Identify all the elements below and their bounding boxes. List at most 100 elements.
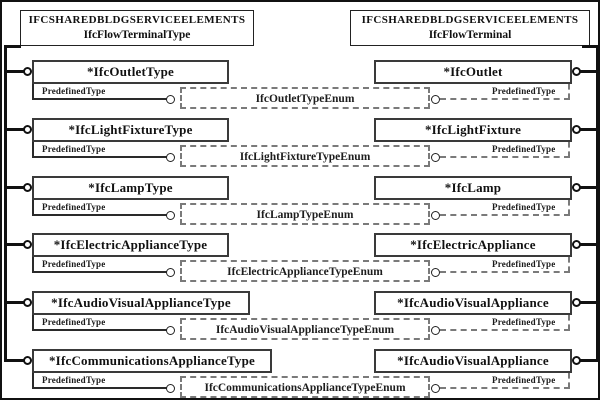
subtype-branch-line-left — [6, 70, 24, 73]
attribute-label-left: PredefinedType — [42, 375, 106, 385]
attribute-dashed-edge-right — [568, 84, 570, 99]
attribute-dashed-edge-right — [568, 315, 570, 330]
relationship-row: *IfcLampType PredefinedType IfcLampTypeE… — [2, 176, 598, 233]
attribute-line-left — [32, 387, 167, 389]
subtype-branch-line-right — [580, 301, 598, 304]
enum-name: IfcLampTypeEnum — [256, 209, 354, 221]
attribute-label-right: PredefinedType — [492, 317, 556, 327]
entity-box-right: *IfcElectricAppliance — [374, 233, 572, 257]
attribute-dashed-edge-right — [568, 373, 570, 388]
subtype-circle-connector — [572, 356, 581, 365]
entity-name: *IfcElectricAppliance — [410, 237, 536, 252]
enum-name: IfcOutletTypeEnum — [255, 93, 355, 105]
enum-name: IfcLightFixtureTypeEnum — [239, 151, 371, 163]
supertype-name-label: IfcFlowTerminalType — [83, 29, 191, 41]
open-circle-connector — [431, 268, 440, 277]
enum-name: IfcAudioVisualApplianceTypeEnum — [215, 324, 395, 336]
relationship-row: *IfcElectricApplianceType PredefinedType… — [2, 233, 598, 290]
open-circle-connector — [166, 153, 175, 162]
attribute-line-left — [32, 271, 167, 273]
entity-name: *IfcLamp — [444, 180, 502, 195]
entity-name: *IfcLampType — [88, 180, 173, 195]
relationship-row: *IfcCommunicationsApplianceType Predefin… — [2, 349, 598, 398]
subtype-circle-connector — [572, 240, 581, 249]
schema-header-right: IFCSHAREDBLDGSERVICEELEMENTS IfcFlowTerm… — [350, 10, 590, 46]
entity-box-left: *IfcLightFixtureType — [32, 118, 229, 142]
enum-box: IfcElectricApplianceTypeEnum — [180, 260, 430, 282]
attribute-dashed-line-right — [440, 156, 570, 158]
entity-box-left: *IfcAudioVisualApplianceType — [32, 291, 250, 315]
open-circle-connector — [166, 326, 175, 335]
attribute-dashed-edge-right — [568, 200, 570, 215]
open-circle-connector — [431, 95, 440, 104]
attribute-line-left — [32, 156, 167, 158]
enum-box: IfcAudioVisualApplianceTypeEnum — [180, 318, 430, 340]
open-circle-connector — [431, 384, 440, 393]
entity-name: *IfcOutlet — [443, 64, 503, 79]
entity-name: *IfcLightFixture — [424, 122, 522, 137]
schema-name-label: IFCSHAREDBLDGSERVICEELEMENTS — [361, 14, 579, 26]
subtype-circle-connector — [23, 356, 32, 365]
entity-box-left: *IfcElectricApplianceType — [32, 233, 229, 257]
attribute-line-left — [32, 98, 167, 100]
attribute-edge-line — [32, 373, 34, 389]
attribute-dashed-line-right — [440, 271, 570, 273]
open-circle-connector — [166, 95, 175, 104]
subtype-circle-connector — [572, 125, 581, 134]
subtype-circle-connector — [572, 67, 581, 76]
attribute-label-right: PredefinedType — [492, 375, 556, 385]
attribute-dashed-line-right — [440, 98, 570, 100]
subtype-branch-line-left — [6, 186, 24, 189]
entity-name: *IfcAudioVisualAppliance — [397, 353, 549, 368]
attribute-dashed-line-right — [440, 214, 570, 216]
open-circle-connector — [166, 384, 175, 393]
subtype-trunk-right — [596, 45, 598, 362]
relationship-row: *IfcAudioVisualApplianceType PredefinedT… — [2, 291, 598, 348]
open-circle-connector — [166, 211, 175, 220]
open-circle-connector — [431, 326, 440, 335]
enum-name: IfcElectricApplianceTypeEnum — [227, 266, 383, 278]
subtype-branch-line-left — [6, 301, 24, 304]
attribute-edge-line — [32, 142, 34, 158]
subtype-circle-connector — [23, 298, 32, 307]
attribute-edge-line — [32, 200, 34, 216]
subtype-circle-connector — [23, 183, 32, 192]
attribute-label-left: PredefinedType — [42, 202, 106, 212]
attribute-label-right: PredefinedType — [492, 259, 556, 269]
entity-box-right: *IfcAudioVisualAppliance — [374, 291, 572, 315]
subtype-branch-line-left — [6, 359, 24, 362]
subtype-circle-connector — [23, 67, 32, 76]
open-circle-connector — [166, 268, 175, 277]
enum-box: IfcLightFixtureTypeEnum — [180, 145, 430, 167]
entity-box-left: *IfcCommunicationsApplianceType — [32, 349, 272, 373]
attribute-dashed-edge-right — [568, 257, 570, 272]
attribute-label-left: PredefinedType — [42, 86, 106, 96]
entity-name: *IfcOutletType — [86, 64, 175, 79]
attribute-edge-line — [32, 315, 34, 331]
enum-box: IfcOutletTypeEnum — [180, 87, 430, 109]
schema-name-label: IFCSHAREDBLDGSERVICEELEMENTS — [28, 14, 246, 26]
attribute-dashed-edge-right — [568, 142, 570, 157]
enum-name: IfcCommunicationsApplianceTypeEnum — [204, 382, 406, 394]
subtype-circle-connector — [572, 298, 581, 307]
attribute-label-left: PredefinedType — [42, 317, 106, 327]
attribute-line-left — [32, 214, 167, 216]
subtype-branch-line-left — [6, 243, 24, 246]
entity-name: *IfcAudioVisualAppliance — [397, 295, 549, 310]
supertype-name-label: IfcFlowTerminal — [428, 29, 512, 41]
enum-box: IfcLampTypeEnum — [180, 203, 430, 225]
attribute-dashed-line-right — [440, 329, 570, 331]
subtype-branch-line-right — [580, 359, 598, 362]
attribute-edge-line — [32, 84, 34, 100]
subtype-circle-connector — [23, 125, 32, 134]
open-circle-connector — [431, 211, 440, 220]
attribute-label-left: PredefinedType — [42, 144, 106, 154]
entity-name: *IfcAudioVisualApplianceType — [51, 295, 231, 310]
schema-header-left: IFCSHAREDBLDGSERVICEELEMENTS IfcFlowTerm… — [20, 10, 254, 46]
subtype-branch-line-left — [6, 128, 24, 131]
subtype-branch-line-right — [580, 128, 598, 131]
entity-box-right: *IfcAudioVisualAppliance — [374, 349, 572, 373]
subtype-branch-line-right — [580, 243, 598, 246]
relationship-row: *IfcLightFixtureType PredefinedType IfcL… — [2, 118, 598, 175]
